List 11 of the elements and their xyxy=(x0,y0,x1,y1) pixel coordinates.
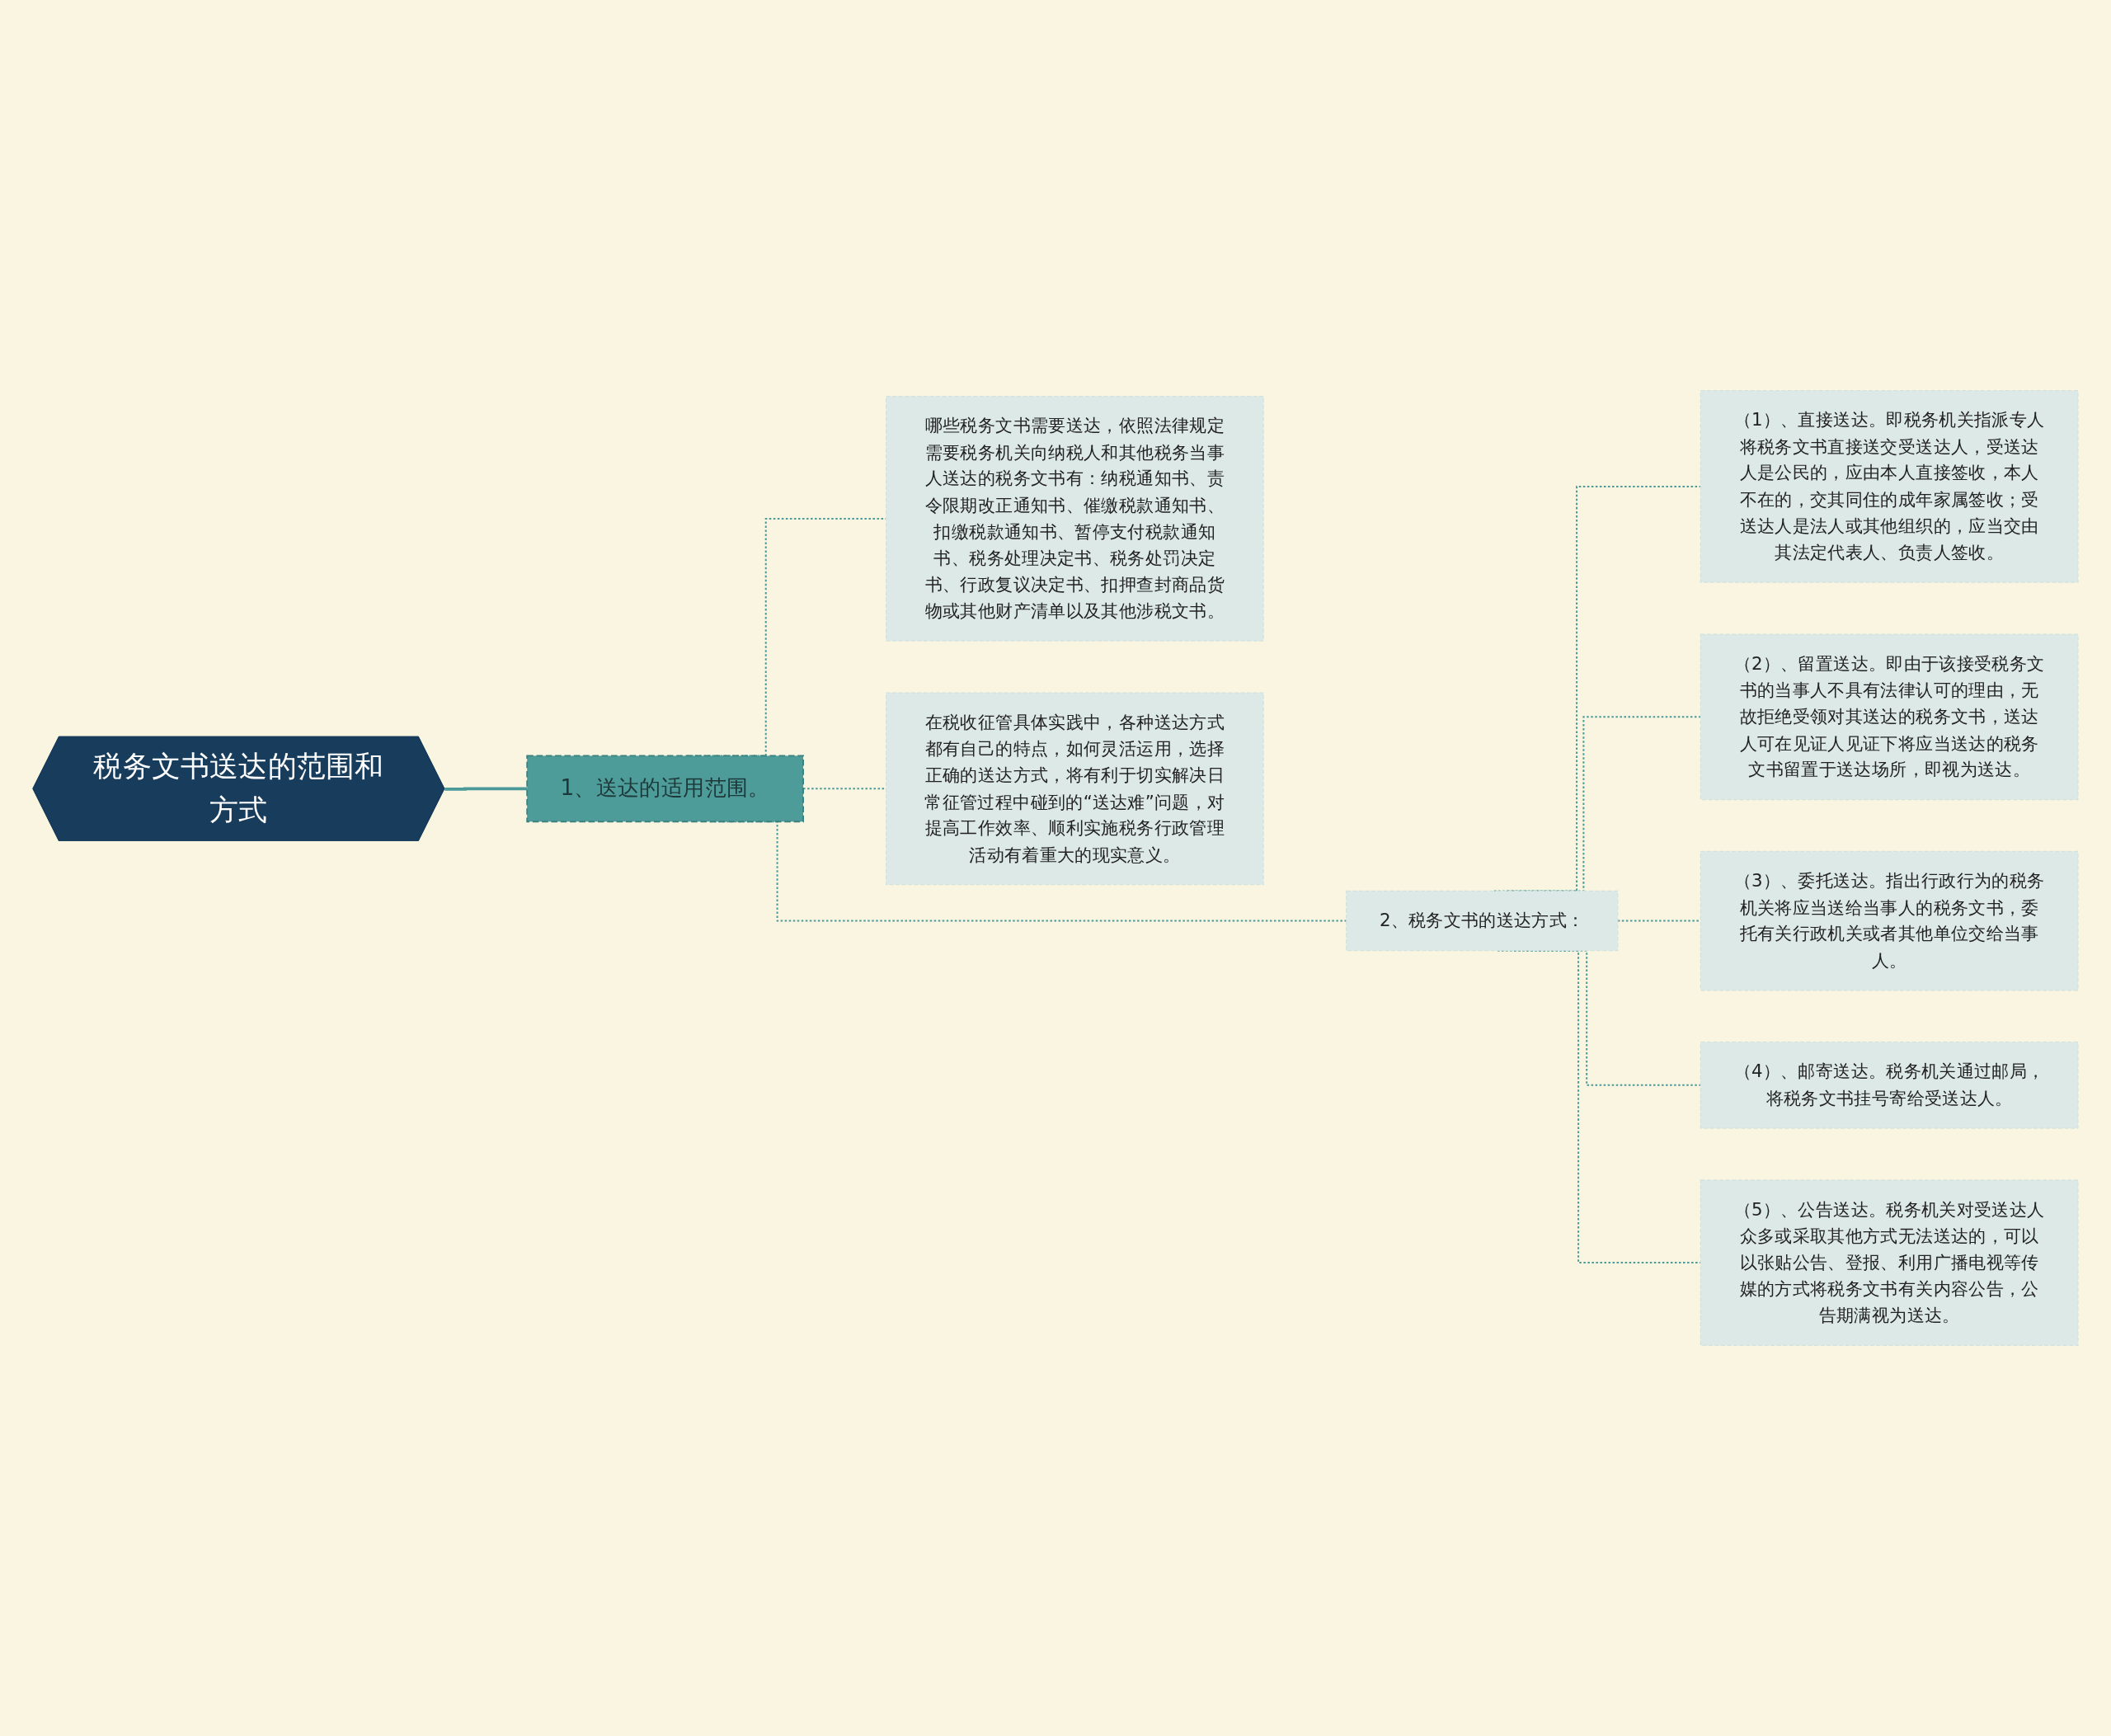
node-box: （2）、留置送达。即由于该接受税务文书的当事人不具有法律认可的理由，无故拒绝受领对其送达的税务文书，送达人可在见证人见证下将应当送达的税务文书留置于送达场所，即视为送达。 xyxy=(1700,633,2079,801)
connector xyxy=(444,787,528,791)
node-box: 哪些税务文书需要送达，依照法律规定需要税务机关向纳税人和其他税务当事人送达的税务文书有：纳税通知书、责令限期改正通知书、催缴税款通知书、扣缴税款通知书、暂停支付税款通知书、税务处理决定书、税务处罚决定书、行政复议决定书、扣押查封商品货物或其他财产清单以及其他涉税文书。 xyxy=(886,395,1264,642)
node-box: （3）、委托送达。指出行政行为的税务机关将应当送给当事人的税务文书，委托有关行政机关或者其他单位交给当事人。 xyxy=(1700,850,2079,991)
node-box: 1、送达的适用范围。 xyxy=(526,755,804,823)
node-box: 在税收征管具体实践中，各种送达方式都有自己的特点，如何灵活运用，选择正确的送达方式，将有利于切实解决日常征管过程中碰到的“送达难”问题，对提高工作效率、顺利实施税务行政管理活动有着重大的现实意义。 xyxy=(886,692,1264,886)
node-box: 2、税务文书的送达方式： xyxy=(1346,890,1619,952)
node-box: （5）、公告送达。税务机关对受送达人众多或采取其他方式无法送达的，可以以张贴公告、登报、利用广播电视等传媒的方式将税务文书有关内容公告，公告期满视为送达。 xyxy=(1700,1179,2079,1346)
connector xyxy=(1617,920,1701,922)
node-box: （4）、邮寄送达。税务机关通过邮局，将税务文书挂号寄给受送达人。 xyxy=(1700,1042,2079,1129)
node-box: （1）、直接送达。即税务机关指派专人将税务文书直接送交受送达人，受送达人是公民的，应由本人直接签收，本人不在的，交其同住的成年家属签收；受送达人是法人或其他组织的，应当交由其法定代表人、负责人签收。 xyxy=(1700,390,2079,583)
